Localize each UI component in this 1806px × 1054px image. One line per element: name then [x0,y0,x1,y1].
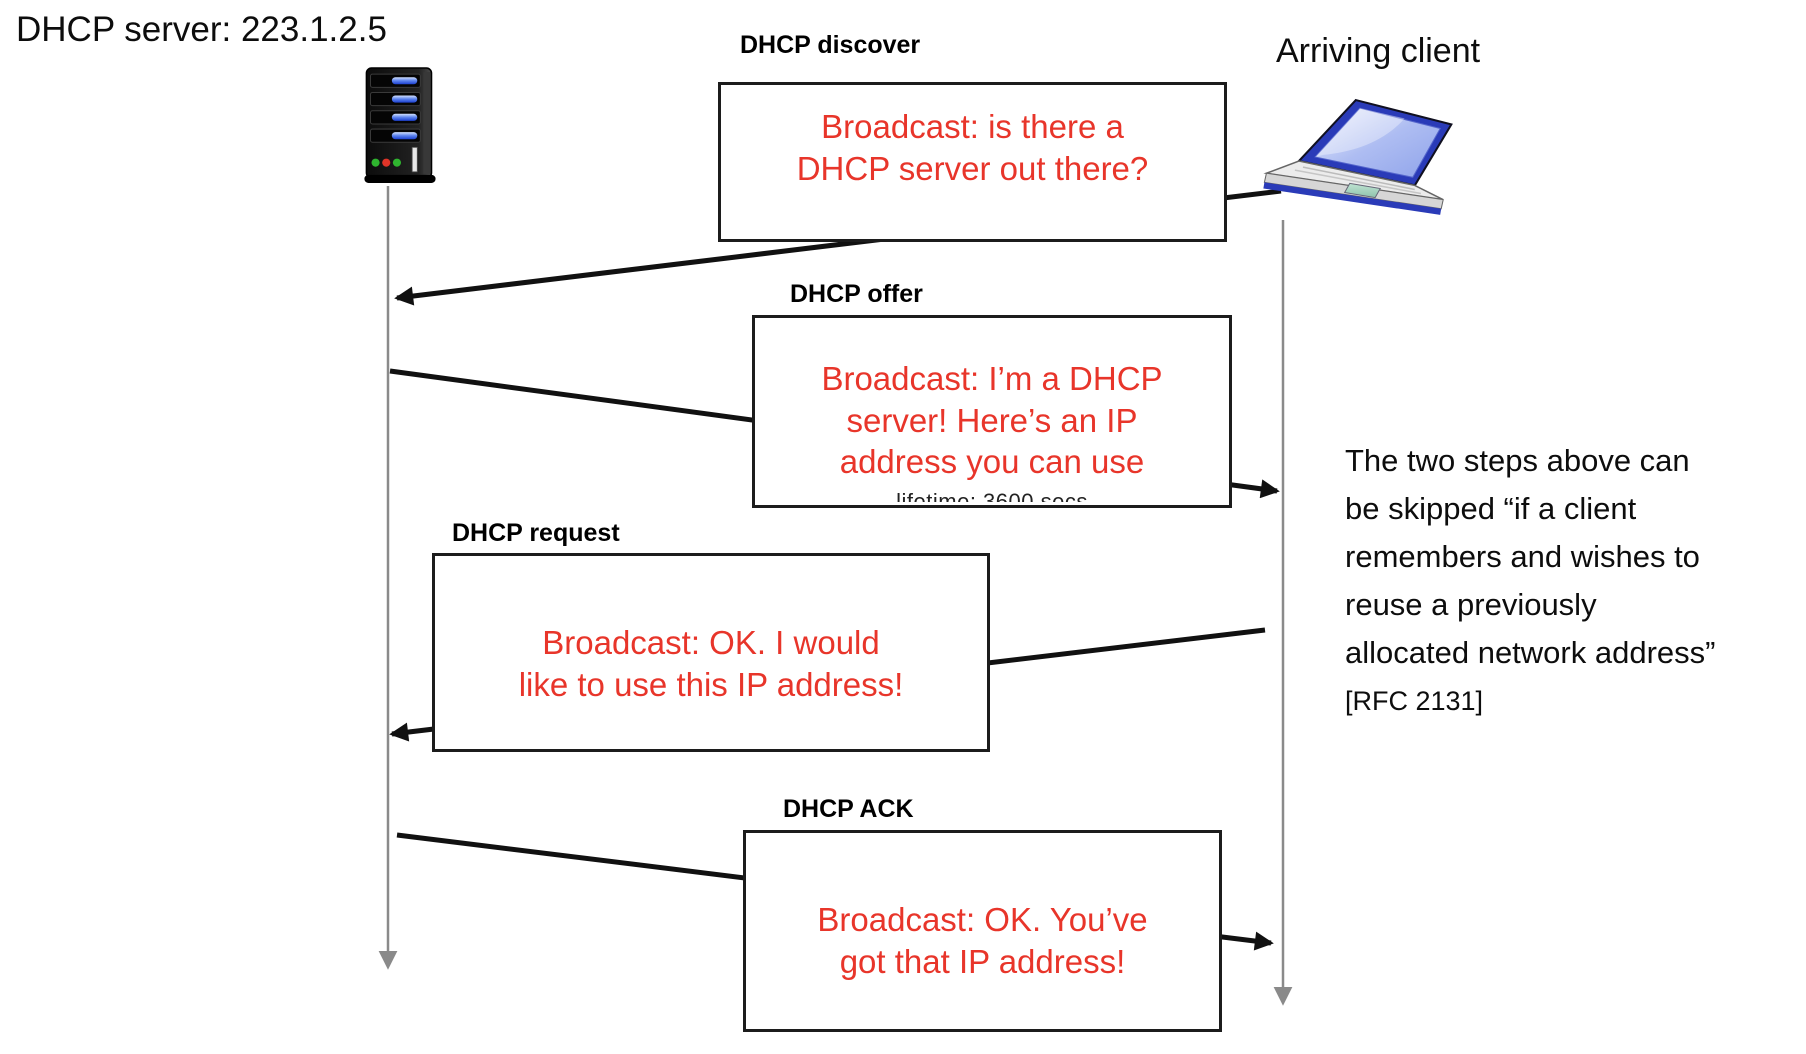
dhcp-ack-label: DHCP ACK [783,795,914,823]
dhcp-offer-clipped-text: lifetime: 3600 secs [755,492,1229,502]
dhcp-offer-label: DHCP offer [790,280,923,308]
dhcp-discover-text: Broadcast: is there a DHCP server out th… [796,108,1149,187]
dhcp-discover-box: Broadcast: is there a DHCP server out th… [718,82,1227,242]
dhcp-request-box: Broadcast: OK. I would like to use this … [432,553,990,752]
dhcp-offer-box: Broadcast: I’m a DHCP server! Here’s an … [752,315,1232,508]
dhcp-discover-label: DHCP discover [740,31,921,59]
dhcp-offer-text: Broadcast: I’m a DHCP server! Here’s an … [821,359,1163,481]
client-title: Arriving client [1276,32,1481,70]
note: The two steps above can be skipped “if a… [1345,437,1806,723]
server-tower-icon [364,67,436,183]
dhcp-ack-text: Broadcast: OK. You’ve got that IP addres… [817,901,1148,980]
dhcp-request-label: DHCP request [452,519,620,547]
laptop-icon [1263,98,1453,215]
dhcp-request-text: Broadcast: OK. I would like to use this … [518,623,904,703]
server-title: DHCP server: 223.1.2.5 [16,10,387,49]
note-text: The two steps above can be skipped “if a… [1345,443,1716,670]
dhcp-ack-box: Broadcast: OK. You’ve got that IP addres… [743,830,1222,1032]
note-citation: [RFC 2131] [1345,686,1484,716]
